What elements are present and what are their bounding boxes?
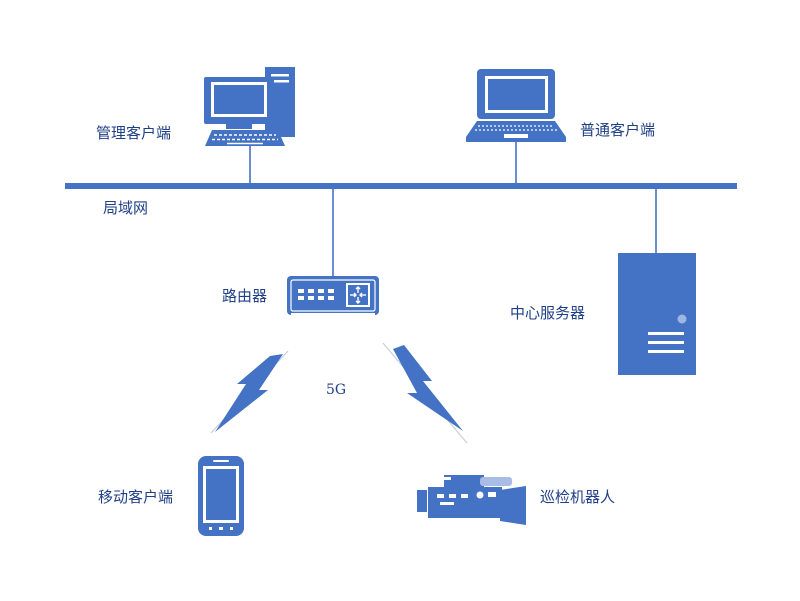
- server-tower-icon: [618, 253, 696, 375]
- mobile-client-label: 移动客户端: [98, 488, 174, 506]
- smartphone-icon: [198, 456, 244, 536]
- lightning-icon: [210, 350, 289, 434]
- router-icon: [287, 276, 379, 316]
- lan-bus: [65, 183, 737, 189]
- video-camera-icon: [417, 475, 526, 525]
- lightning-icon: [382, 342, 468, 444]
- wireless-label: 5G: [326, 382, 347, 398]
- router-label: 路由器: [222, 287, 268, 305]
- robot-label: 巡检机器人: [540, 488, 616, 506]
- normal-client-label: 普通客户端: [580, 121, 656, 139]
- laptop-icon: [466, 69, 566, 142]
- admin-client-label: 管理客户端: [96, 124, 172, 142]
- desktop-computer-icon: [204, 67, 295, 146]
- server-label: 中心服务器: [510, 304, 586, 322]
- lan-label: 局域网: [103, 199, 149, 217]
